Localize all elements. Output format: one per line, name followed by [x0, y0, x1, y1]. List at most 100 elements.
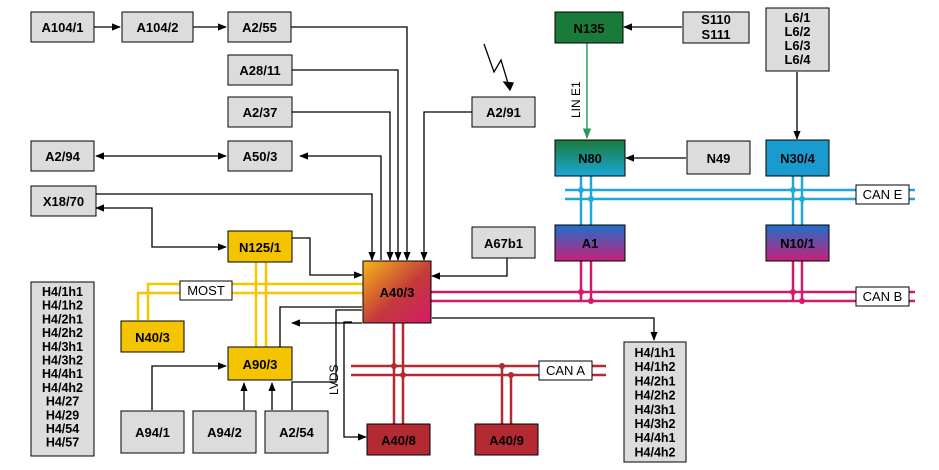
most-bus — [136, 262, 363, 347]
module-a67b1[interactable]: A67b1 — [471, 226, 536, 259]
module-a2-91-label: A2/91 — [486, 105, 521, 120]
can-e-label: CAN E — [855, 184, 910, 205]
h4-list-item: H4/3h2 — [635, 417, 676, 431]
module-a2-55[interactable]: A2/55 — [227, 11, 292, 43]
h4-left-labels: H4/1h1H4/1h2H4/2h1H4/2h2H4/3h1H4/3h2H4/4… — [42, 285, 83, 450]
module-a104-1-label: A104/1 — [42, 20, 84, 35]
h4-list-item: H4/3h1 — [42, 340, 83, 354]
module-n125-1-label: N125/1 — [239, 240, 281, 255]
h4-list-item: H4/1h2 — [42, 299, 83, 313]
module-n135-label: N135 — [573, 21, 604, 36]
module-n40-3-label: N40/3 — [135, 330, 170, 345]
module-x18-70-label: X18/70 — [43, 194, 84, 209]
module-n80-label: N80 — [578, 151, 602, 166]
can-b-label: CAN B — [855, 286, 910, 307]
module-a2-55-label: A2/55 — [242, 20, 277, 35]
module-a90-3-label: A90/3 — [243, 357, 278, 372]
can-e-nodes — [578, 187, 805, 202]
module-a2-54-label: A2/54 — [279, 425, 314, 440]
module-a104-2-label: A104/2 — [137, 20, 179, 35]
module-a2-54[interactable]: A2/54 — [264, 410, 329, 454]
module-l6-2-label: L6/2 — [784, 24, 810, 39]
module-s111-label: S111 — [702, 27, 731, 42]
module-l6-1-label: L6/1 — [784, 10, 810, 25]
module-a104-2[interactable]: A104/2 — [121, 11, 194, 43]
module-x18-70[interactable]: X18/70 — [30, 185, 97, 217]
module-a94-1-label: A94/1 — [135, 425, 170, 440]
h4-list-item: H4/27 — [46, 395, 79, 409]
module-s110-label: S110 — [701, 12, 731, 27]
module-h4-right[interactable]: H4/1h1H4/1h2H4/2h1H4/2h2H4/3h1H4/3h2H4/4… — [623, 341, 687, 463]
h4-list-item: H4/57 — [46, 436, 79, 450]
can-a-nodes — [391, 363, 514, 378]
module-a40-3[interactable]: A40/3 — [362, 260, 432, 324]
can-b-bus — [431, 261, 915, 303]
module-a94-2[interactable]: A94/2 — [192, 410, 257, 454]
module-h4-left[interactable]: H4/1h1H4/1h2H4/2h1H4/2h2H4/3h1H4/3h2H4/4… — [30, 281, 95, 457]
module-n10-1-label: N10/1 — [780, 236, 815, 251]
module-a40-9-label: A40/9 — [489, 433, 524, 448]
module-a2-37[interactable]: A2/37 — [227, 96, 293, 128]
signal-lines — [94, 23, 801, 441]
h4-list-item: H4/4h1 — [635, 431, 676, 445]
can-b-label-text: CAN B — [863, 289, 903, 304]
module-n125-1[interactable]: N125/1 — [227, 230, 293, 263]
can-b-nodes — [578, 289, 805, 304]
module-n135[interactable]: N135 — [554, 11, 624, 44]
can-e-label-text: CAN E — [863, 187, 903, 202]
h4-list-item: H4/4h2 — [42, 381, 83, 395]
h4-list-item: H4/2h2 — [635, 389, 676, 403]
can-a-label-text: CAN A — [546, 363, 585, 378]
h4-list-item: H4/1h1 — [635, 346, 676, 360]
module-a67b1-label: A67b1 — [484, 236, 523, 251]
antenna-zigzag-icon — [483, 43, 514, 92]
module-a2-37-label: A2/37 — [243, 105, 278, 120]
module-l6[interactable]: L6/1 L6/2 L6/3 L6/4 — [765, 7, 830, 72]
module-n30-4-label: N30/4 — [780, 151, 815, 166]
module-a50-3[interactable]: A50/3 — [227, 140, 293, 172]
module-l6-4-label: L6/4 — [784, 52, 811, 67]
h4-list-item: H4/2h1 — [635, 374, 676, 388]
h4-list-item: H4/4h2 — [635, 445, 676, 459]
h4-list-item: H4/3h2 — [42, 354, 83, 368]
module-a28-11-label: A28/11 — [239, 63, 280, 78]
module-n10-1[interactable]: N10/1 — [765, 224, 830, 262]
module-n49-label: N49 — [707, 151, 731, 166]
module-n40-3[interactable]: N40/3 — [120, 320, 185, 353]
module-a50-3-label: A50/3 — [243, 149, 278, 164]
h4-list-item: H4/3h1 — [635, 403, 676, 417]
module-s110-s111[interactable]: S110 S111 — [682, 11, 750, 44]
module-a40-3-label: A40/3 — [380, 285, 415, 300]
module-n30-4[interactable]: N30/4 — [765, 139, 830, 177]
module-a90-3[interactable]: A90/3 — [227, 346, 293, 381]
lin-e1-label: LIN E1 — [569, 81, 583, 118]
module-n80[interactable]: N80 — [554, 139, 626, 177]
lvds-label: LVDS — [327, 365, 341, 395]
most-label-text: MOST — [187, 283, 225, 298]
can-a-label: CAN A — [538, 360, 593, 381]
module-a2-94-label: A2/94 — [45, 149, 80, 164]
h4-list-item: H4/4h1 — [42, 367, 83, 381]
h4-list-item: H4/1h1 — [42, 285, 83, 299]
module-a104-1[interactable]: A104/1 — [30, 11, 95, 43]
h4-right-labels: H4/1h1H4/1h2H4/2h1H4/2h2H4/3h1H4/3h2H4/4… — [635, 346, 676, 459]
h4-list-item: H4/2h2 — [42, 326, 83, 340]
module-l6-3-label: L6/3 — [784, 38, 810, 53]
module-n49[interactable]: N49 — [686, 140, 751, 175]
module-a40-9[interactable]: A40/9 — [474, 423, 539, 456]
most-label: MOST — [179, 280, 233, 301]
module-a1-label: A1 — [582, 236, 599, 251]
module-a2-91[interactable]: A2/91 — [471, 96, 536, 128]
module-a2-94[interactable]: A2/94 — [30, 140, 95, 172]
h4-list-item: H4/54 — [46, 422, 79, 436]
h4-list-item: H4/1h2 — [635, 360, 676, 374]
module-a40-8-label: A40/8 — [381, 433, 416, 448]
module-a28-11[interactable]: A28/11 — [227, 54, 293, 86]
module-a1[interactable]: A1 — [554, 224, 626, 262]
h4-list-item: H4/29 — [46, 408, 79, 422]
module-a40-8[interactable]: A40/8 — [366, 423, 431, 456]
h4-list-item: H4/2h1 — [42, 312, 83, 326]
module-a94-1[interactable]: A94/1 — [120, 410, 185, 454]
